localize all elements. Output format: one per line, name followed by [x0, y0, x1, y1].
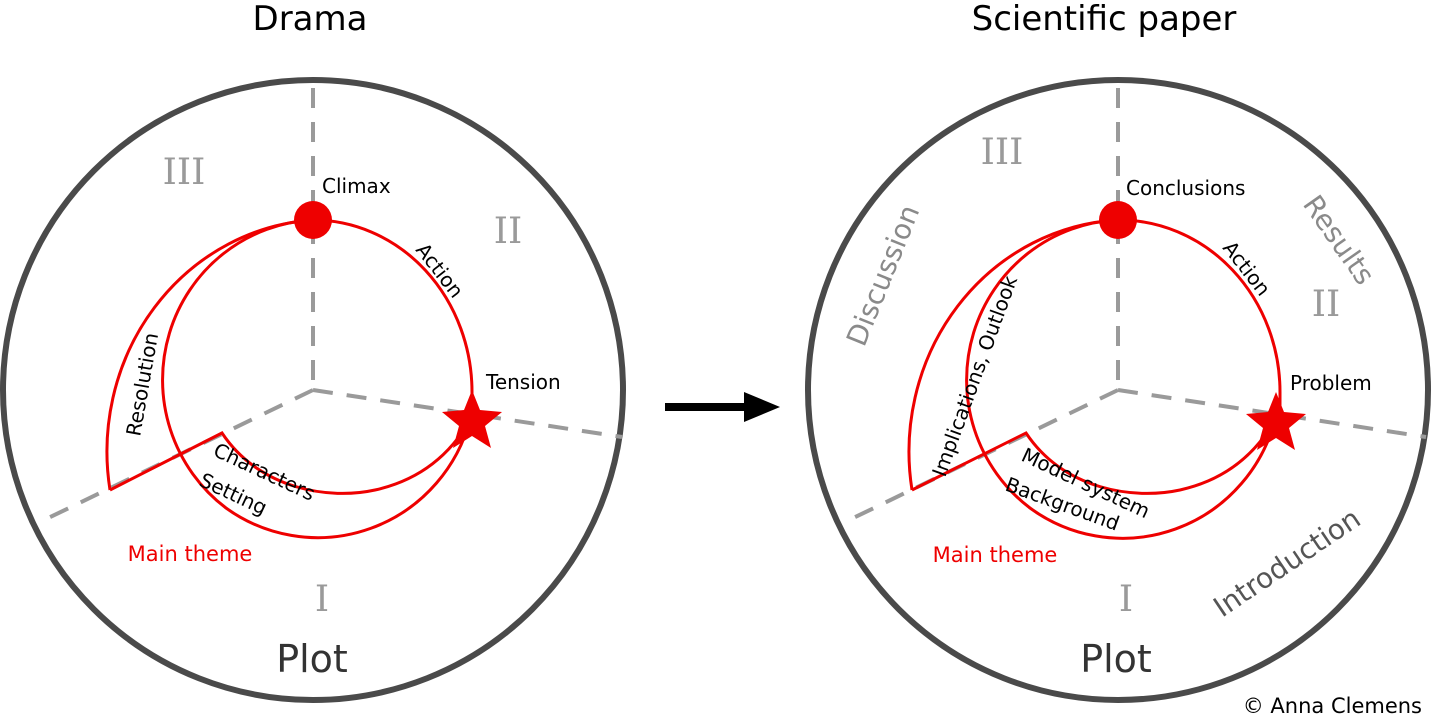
- paper-main-theme-path: [911, 419, 1277, 495]
- drama-diagram: Drama III II I Plot Climax Action Tensio…: [0, 0, 626, 703]
- paper-roman-2: II: [1312, 284, 1340, 325]
- drama-roman-2: II: [494, 211, 522, 252]
- drama-resolution-arc: [105, 218, 314, 491]
- paper-title: Scientific paper: [972, 0, 1237, 39]
- paper-conclusions-label: Conclusions: [1126, 176, 1245, 200]
- drama-inner-loop: [161, 218, 472, 540]
- paper-diagram: Scientific paper III II I Plot Conclusio…: [805, 0, 1431, 703]
- drama-outer-circle: [0, 77, 626, 703]
- paper-conclusions-dot: [1099, 201, 1137, 239]
- drama-tension-star-icon: [442, 390, 502, 448]
- drama-main-theme-label: Main theme: [128, 542, 253, 566]
- paper-roman-3: III: [981, 132, 1024, 173]
- drama-resolution-label: Resolution: [121, 331, 163, 438]
- paper-inner-loop: [965, 218, 1277, 540]
- transition-arrow-icon: [665, 392, 780, 422]
- drama-tension-label: Tension: [485, 370, 561, 394]
- paper-problem-label: Problem: [1290, 371, 1372, 395]
- paper-plot-label: Plot: [1080, 637, 1152, 681]
- paper-main-theme-label: Main theme: [933, 543, 1058, 567]
- drama-roman-3: III: [163, 152, 206, 193]
- drama-axis-right: [312, 388, 623, 439]
- paper-roman-1: I: [1119, 579, 1133, 620]
- paper-action-label: Action: [1218, 236, 1275, 300]
- drama-roman-1: I: [315, 579, 329, 620]
- paper-rising-arc: [1117, 218, 1282, 418]
- drama-title: Drama: [253, 0, 368, 39]
- paper-discussion-label: Discussion: [840, 200, 926, 350]
- paper-implications-label: Implications, Outlook: [927, 272, 1022, 480]
- copyright-text: © Anna Clemens: [1243, 694, 1422, 718]
- drama-plot-label: Plot: [276, 637, 348, 681]
- drama-rising-arc: [312, 218, 474, 418]
- drama-main-theme-path: [109, 419, 472, 495]
- paper-outer-circle: [805, 77, 1431, 703]
- paper-problem-star-icon: [1246, 392, 1306, 450]
- drama-climax-dot: [294, 201, 332, 239]
- drama-action-label: Action: [411, 238, 468, 302]
- paper-discussion-arc: [907, 218, 1119, 491]
- drama-climax-label: Climax: [322, 174, 391, 198]
